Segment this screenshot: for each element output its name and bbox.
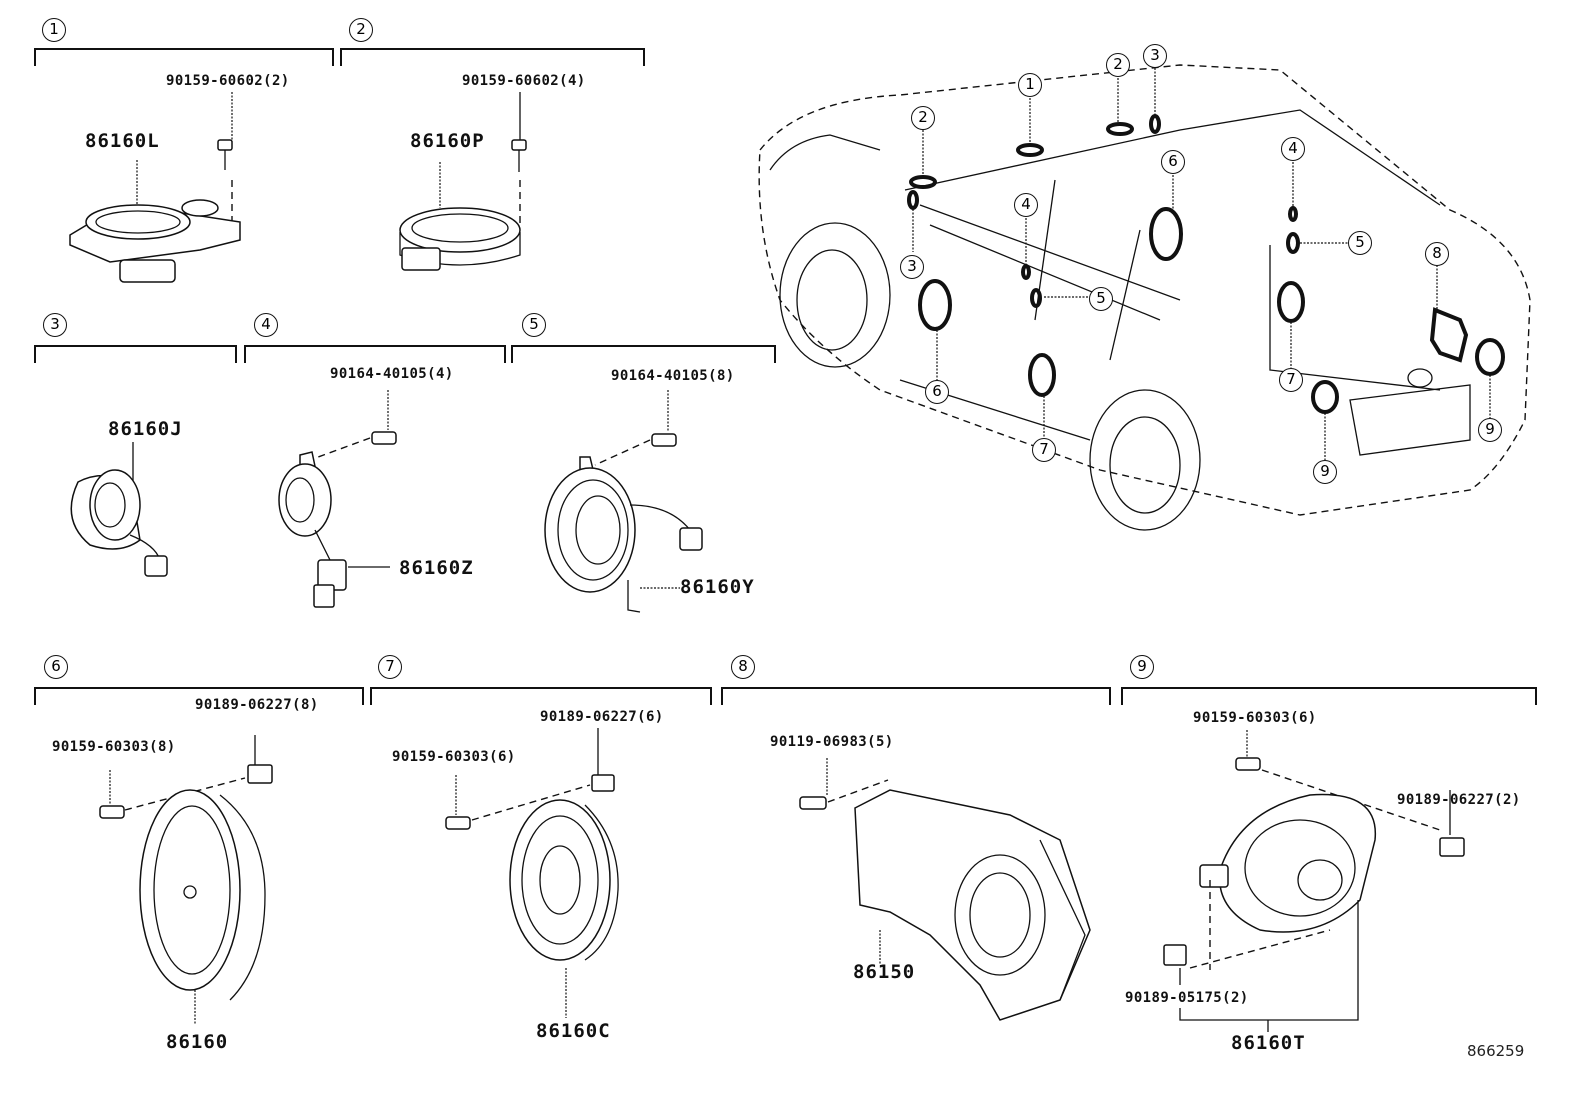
vehicle-callout-4: 4: [1281, 137, 1305, 161]
vehicle-callout-7: 7: [1279, 368, 1303, 392]
group-bracket-1: [34, 48, 334, 66]
group-index-9: 9: [1130, 655, 1154, 679]
speaker-86160L-drawing: [69, 92, 241, 283]
part-label-86160: 86160: [166, 1031, 229, 1053]
group-bracket-2: [340, 48, 645, 66]
vehicle-callout-6: 6: [1161, 150, 1185, 174]
vehicle-callout-9: 9: [1313, 460, 1337, 484]
vehicle-callout-3: 3: [900, 255, 924, 279]
vehicle-callout-5: 5: [1089, 287, 1113, 311]
group-index-2: 2: [349, 18, 373, 42]
vehicle-drawing: [758, 64, 1531, 531]
group-bracket-6: [34, 687, 364, 705]
fastener-label: 90164-40105(4): [330, 366, 454, 382]
vehicle-callout-8: 8: [1425, 242, 1449, 266]
group-bracket-4: [244, 345, 506, 363]
group-bracket-3: [34, 345, 237, 363]
part-label-86160Y: 86160Y: [680, 576, 755, 598]
fastener-label: 90164-40105(8): [611, 368, 735, 384]
fastener-label: 90159-60602(4): [462, 73, 586, 89]
group-index-8: 8: [731, 655, 755, 679]
part-label-86150: 86150: [853, 961, 916, 983]
group-index-1: 1: [42, 18, 66, 42]
fastener-label: 90159-60303(6): [392, 749, 516, 765]
vehicle-callout-2: 2: [1106, 53, 1130, 77]
fastener-label: 90189-05175(2): [1125, 990, 1249, 1006]
part-label-86160J: 86160J: [108, 418, 183, 440]
group-index-5: 5: [522, 313, 546, 337]
vehicle-callout-5: 5: [1348, 231, 1372, 255]
part-label-86160T: 86160T: [1231, 1032, 1306, 1054]
fastener-label: 90189-06227(2): [1397, 792, 1521, 808]
speaker-86160Z-drawing: [278, 390, 397, 608]
group-index-3: 3: [43, 313, 67, 337]
speaker-86160P-drawing: [399, 92, 527, 271]
group-index-4: 4: [254, 313, 278, 337]
vehicle-callout-9: 9: [1478, 418, 1502, 442]
group-bracket-5: [511, 345, 776, 363]
fastener-label: 90159-60303(8): [52, 739, 176, 755]
vehicle-callout-6: 6: [925, 380, 949, 404]
vehicle-callout-3: 3: [1143, 44, 1167, 68]
part-label-86160C: 86160C: [536, 1020, 611, 1042]
part-label-86160P: 86160P: [410, 130, 485, 152]
fastener-label: 90189-06227(8): [195, 697, 319, 713]
speaker-86160C-drawing: [445, 728, 619, 1018]
speaker-86160T-drawing: [1163, 730, 1465, 1032]
figure-id: 866259: [1467, 1042, 1525, 1060]
group-index-6: 6: [44, 655, 68, 679]
group-bracket-8: [721, 687, 1111, 705]
speaker-86160J-drawing: [70, 442, 168, 577]
part-label-86160Z: 86160Z: [399, 557, 474, 579]
group-bracket-9: [1121, 687, 1537, 705]
vehicle-callout-4: 4: [1014, 193, 1038, 217]
fastener-label: 90189-06227(6): [540, 709, 664, 725]
part-label-86160L: 86160L: [85, 130, 160, 152]
fastener-label: 90159-60303(6): [1193, 710, 1317, 726]
subwoofer-86150-drawing: [799, 758, 1091, 1021]
vehicle-callout-7: 7: [1032, 438, 1056, 462]
fastener-label: 90159-60602(2): [166, 73, 290, 89]
speaker-86160Y-drawing: [544, 390, 703, 613]
fastener-label: 90119-06983(5): [770, 734, 894, 750]
vehicle-callout-1: 1: [1018, 73, 1042, 97]
group-bracket-7: [370, 687, 712, 705]
speaker-86160-drawing: [99, 735, 273, 1025]
group-index-7: 7: [378, 655, 402, 679]
vehicle-callout-2: 2: [911, 106, 935, 130]
